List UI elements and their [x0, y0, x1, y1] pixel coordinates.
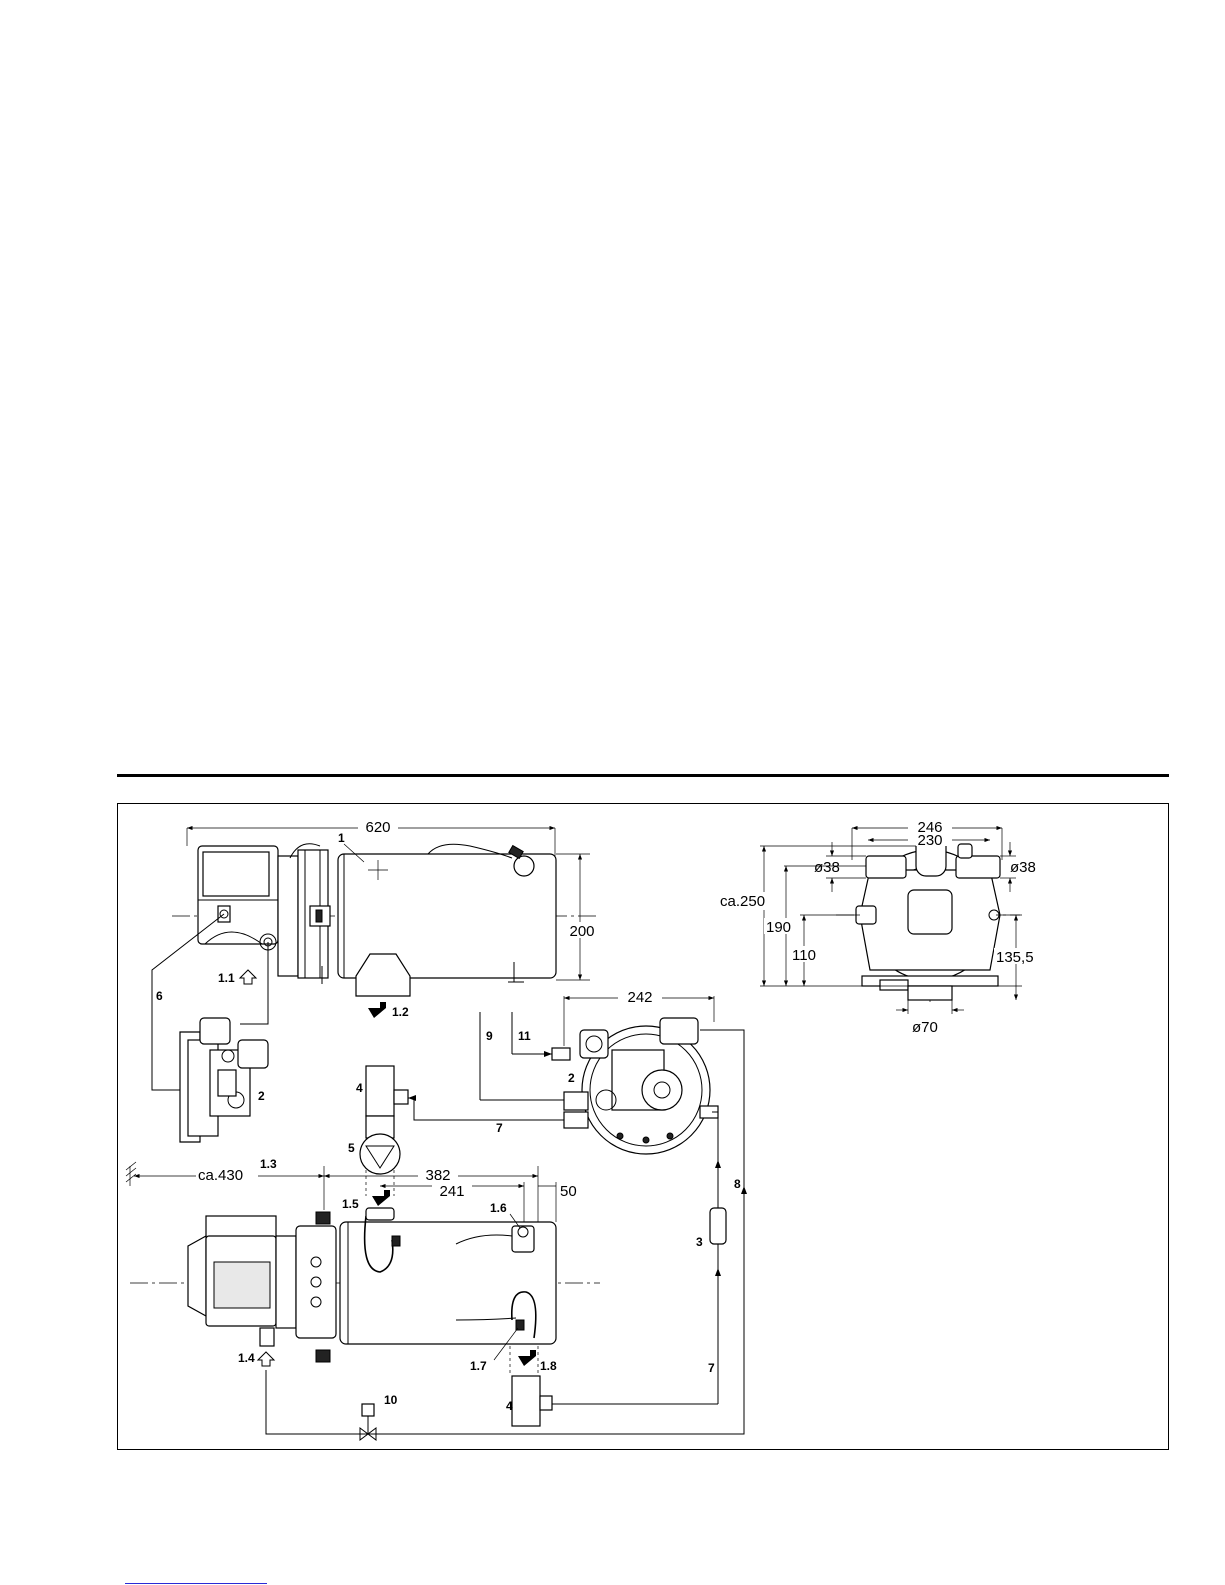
label-1-3: 1.3 [260, 1157, 277, 1171]
heater-front-view [836, 836, 1020, 1002]
label-7-top: 7 [496, 1121, 503, 1135]
dimension-190-text: 190 [766, 919, 791, 936]
arrow-down-solid-icon [372, 1190, 390, 1206]
dimension-dia38-left-text: ø38 [814, 859, 840, 876]
label-1-5: 1.5 [342, 1197, 359, 1211]
label-1-6: 1.6 [490, 1201, 507, 1215]
label-1-2: 1.2 [392, 1005, 409, 1019]
dimension-dia70-text: ø70 [912, 1019, 938, 1036]
line-7-top: 7 [408, 1098, 564, 1135]
label-8: 8 [734, 1177, 741, 1191]
dimension-200: 200 [556, 854, 602, 980]
dimension-242-text: 242 [627, 989, 652, 1006]
label-2-left: 2 [258, 1089, 265, 1103]
arrow-up-outline-icon [258, 1352, 274, 1366]
dimension-dia38-right-text: ø38 [1010, 859, 1036, 876]
tee-and-pump: 4 5 [348, 1066, 408, 1196]
label-10: 10 [384, 1393, 398, 1407]
label-2-right: 2 [568, 1071, 575, 1085]
dimension-110-text: 110 [792, 947, 816, 964]
label-1-4: 1.4 [238, 1351, 255, 1365]
dimension-135-5-text: 135,5 [996, 949, 1034, 966]
label-1-1: 1.1 [218, 971, 235, 985]
label-9: 9 [486, 1029, 493, 1043]
valve-10: 10 [360, 1393, 398, 1440]
dimension-241-text: 241 [439, 1183, 464, 1200]
label-3: 3 [696, 1235, 703, 1249]
label-7-bottom: 7 [708, 1361, 715, 1375]
heater-side-view-top [172, 844, 600, 996]
control-unit-left: 2 [172, 1018, 268, 1142]
dimension-620-text: 620 [365, 819, 390, 836]
label-4-top: 4 [356, 1081, 363, 1095]
label-1-8: 1.8 [540, 1359, 557, 1373]
dimension-230-text: 230 [917, 832, 942, 849]
label-4-bottom: 4 [506, 1399, 513, 1413]
control-unit-right: 2 [552, 1018, 718, 1154]
label-5: 5 [348, 1141, 355, 1155]
label-1: 1 [338, 831, 345, 845]
dimension-ca430-text: ca.430 [198, 1167, 243, 1184]
heater-side-view-bottom [130, 1208, 600, 1426]
dimension-ca250-text: ca.250 [720, 893, 765, 910]
label-6: 6 [156, 989, 163, 1003]
arrow-down-solid-icon [518, 1350, 536, 1366]
bottom-dimensions: ca.430 1.3 382 241 50 [126, 1157, 577, 1222]
label-11: 11 [518, 1029, 531, 1043]
arrow-down-solid-icon [368, 1002, 386, 1018]
dimension-200-text: 200 [569, 923, 594, 940]
dimension-50-text: 50 [560, 1183, 577, 1200]
arrow-up-outline-icon [240, 970, 256, 984]
footer-link-underline [125, 1583, 267, 1584]
dimension-382-text: 382 [425, 1167, 450, 1184]
label-1-7: 1.7 [470, 1359, 487, 1373]
